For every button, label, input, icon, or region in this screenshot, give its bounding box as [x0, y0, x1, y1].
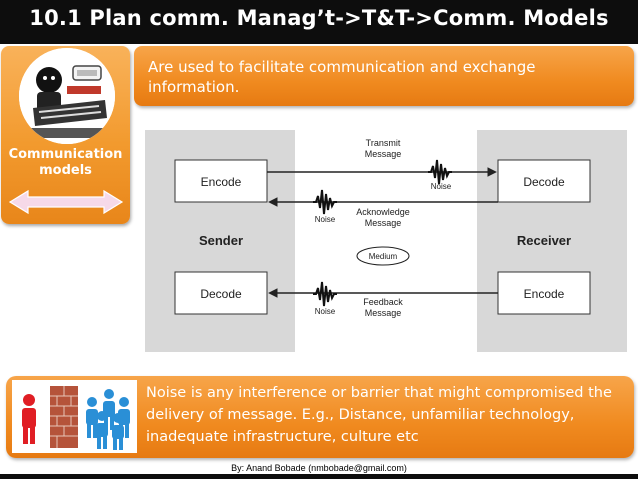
- title-bar: [0, 0, 638, 44]
- logo-graphic: [19, 48, 115, 144]
- sender-encode-label: Encode: [201, 175, 242, 189]
- acknowledge-message-line2: Message: [365, 218, 402, 228]
- feedback-message-line1: Feedback: [363, 297, 403, 307]
- noise-wave-icon: [428, 159, 452, 185]
- noise-definition-text: Noise is any interference or barrier tha…: [146, 385, 612, 445]
- feedback-message-line2: Message: [365, 308, 402, 318]
- noise-wave-icon: [313, 281, 337, 307]
- communication-model-diagram: Encode Sender Decode Decode Receiver Enc…: [145, 130, 627, 352]
- people-wall-icon: [22, 386, 130, 450]
- communication-models-label: Communication models: [8, 147, 123, 178]
- receiver-encode-box: [497, 271, 591, 315]
- receiver-decode-label: Decode: [523, 175, 565, 189]
- receiver-decode-box: [497, 159, 591, 203]
- slide-title: 10.1 Plan comm. Manag’t->T&T->Comm. Mode…: [29, 6, 609, 30]
- sender-encode-box: [174, 159, 268, 203]
- noise-wave-icon: [313, 189, 337, 215]
- transmit-message-line2: Message: [365, 149, 402, 159]
- noise-label-3: Noise: [315, 307, 336, 316]
- footer-credit: By: Anand Bobade (nmbobade@gmail.com): [231, 463, 407, 473]
- sender-label: Sender: [199, 233, 243, 248]
- transmit-message-line1: Transmit: [366, 138, 401, 148]
- bottom-bar: [0, 474, 638, 479]
- noise-label-2: Noise: [315, 215, 336, 224]
- receiver-label: Receiver: [517, 233, 571, 248]
- top-banner: [134, 46, 634, 106]
- receiver-encode-label: Encode: [524, 287, 565, 301]
- barrier-illustration: [12, 380, 137, 453]
- logo-image: [19, 48, 115, 144]
- top-banner-text: Are used to facilitate communication and…: [148, 58, 536, 96]
- sender-decode-label: Decode: [200, 287, 242, 301]
- sender-decode-box: [174, 271, 268, 315]
- medium-ellipse: [356, 246, 410, 266]
- double-arrow-icon: [8, 189, 124, 215]
- noise-label-1: Noise: [431, 182, 452, 191]
- medium-label: Medium: [369, 252, 398, 261]
- acknowledge-message-line1: Acknowledge: [356, 207, 410, 217]
